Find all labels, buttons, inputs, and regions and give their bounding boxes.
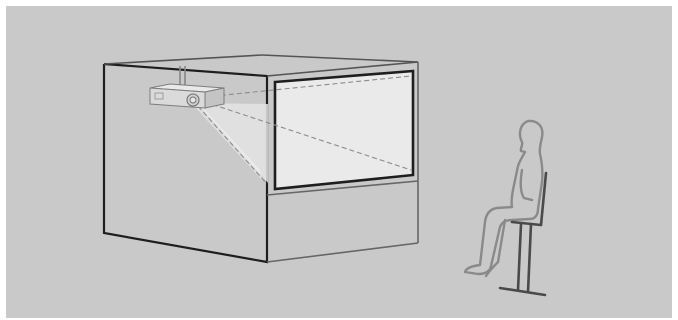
ceiling-mounted-projector-icon xyxy=(149,66,225,109)
chair-foot xyxy=(498,286,547,297)
room-floor-line xyxy=(266,180,419,196)
room-bottom-right xyxy=(266,242,419,263)
projector-lens-inner xyxy=(189,96,197,104)
chair-icon xyxy=(498,171,548,297)
beam-edge-left xyxy=(197,105,268,185)
projection-beam xyxy=(192,75,412,185)
chair-seat xyxy=(510,220,543,227)
screen-surface xyxy=(273,69,415,191)
room-box xyxy=(102,54,419,264)
room-top-edge xyxy=(266,61,419,77)
chair-leg-front xyxy=(516,222,523,292)
viewer-outline xyxy=(463,119,544,276)
projector-side xyxy=(204,87,225,109)
beam-cone-left xyxy=(192,104,262,180)
beam-line-bottom xyxy=(204,101,412,171)
beam-line-top xyxy=(204,75,412,98)
room-top-back-edge xyxy=(103,54,263,65)
chair-leg-back xyxy=(526,222,533,294)
viewer-leg-back xyxy=(484,218,507,278)
projector-vent xyxy=(154,92,164,100)
seated-viewer-icon xyxy=(463,119,544,278)
projection-screen xyxy=(273,69,415,191)
beam-cone xyxy=(197,103,268,183)
viewer-arm xyxy=(519,168,534,202)
chair-back xyxy=(539,171,548,227)
room-top-back-edge-2 xyxy=(261,54,419,63)
